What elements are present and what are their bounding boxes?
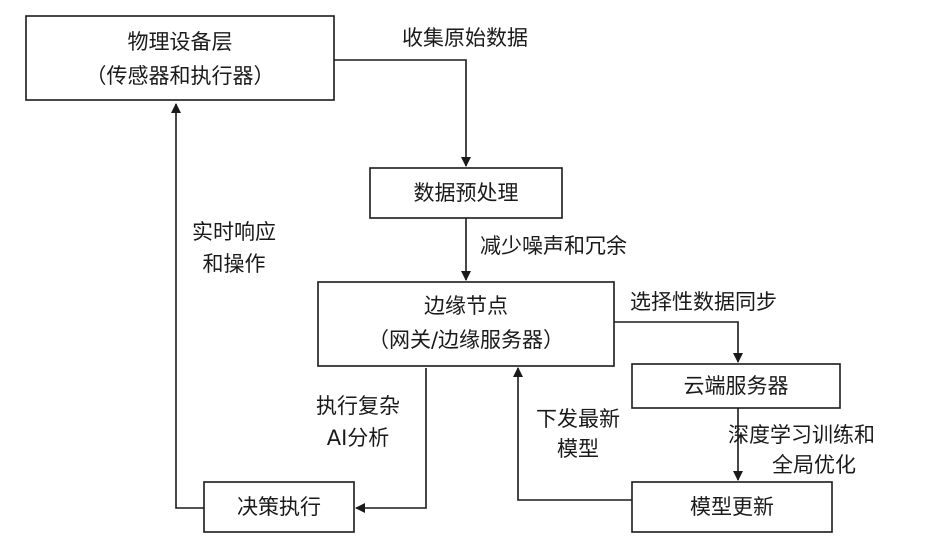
node-cloud-server-label: 云端服务器	[684, 374, 789, 398]
node-model-update-label: 模型更新	[690, 495, 774, 519]
node-edge: 边缘节点 （网关/边缘服务器）	[317, 281, 615, 367]
node-cloud-server: 云端服务器	[631, 363, 841, 409]
edge-label-analyze-line2: AI分析	[327, 426, 390, 450]
edge-respond: 实时响应 和操作	[171, 103, 276, 509]
node-edge-title: 边缘节点	[424, 294, 508, 318]
node-decision-label: 决策执行	[237, 495, 321, 519]
edge-label-deploy-line2: 模型	[557, 437, 599, 461]
node-preprocess: 数据预处理	[369, 167, 563, 219]
edge-sync: 选择性数据同步	[614, 290, 777, 363]
edge-label-train-line2: 全局优化	[772, 453, 856, 477]
edge-label-train-line1: 深度学习训练和	[728, 423, 875, 447]
edge-label-reduce: 减少噪声和冗余	[480, 234, 627, 258]
edge-analyze: 执行复杂 AI分析	[316, 368, 427, 513]
node-edge-subtitle: （网关/边缘服务器）	[368, 328, 564, 352]
edge-label-analyze-line1: 执行复杂	[316, 394, 400, 418]
node-physical-layer-title: 物理设备层	[128, 30, 233, 54]
node-model-update: 模型更新	[631, 481, 833, 533]
node-physical-layer: 物理设备层 （传感器和执行器）	[25, 15, 335, 101]
edge-label-respond-line1: 实时响应	[192, 220, 276, 244]
edge-label-sync: 选择性数据同步	[630, 290, 777, 314]
edge-label-respond-line2: 和操作	[203, 252, 266, 276]
edge-reduce: 减少噪声和冗余	[461, 218, 627, 281]
node-preprocess-label: 数据预处理	[414, 181, 519, 205]
edge-train: 深度学习训练和 全局优化	[728, 408, 875, 481]
edge-label-collect: 收集原始数据	[402, 26, 528, 50]
node-physical-layer-subtitle: （传感器和执行器）	[86, 64, 275, 88]
edge-deploy: 下发最新 模型	[513, 367, 632, 501]
node-decision: 决策执行	[203, 481, 355, 533]
edge-collect: 收集原始数据	[334, 26, 528, 167]
edge-label-deploy-line1: 下发最新	[536, 407, 620, 431]
